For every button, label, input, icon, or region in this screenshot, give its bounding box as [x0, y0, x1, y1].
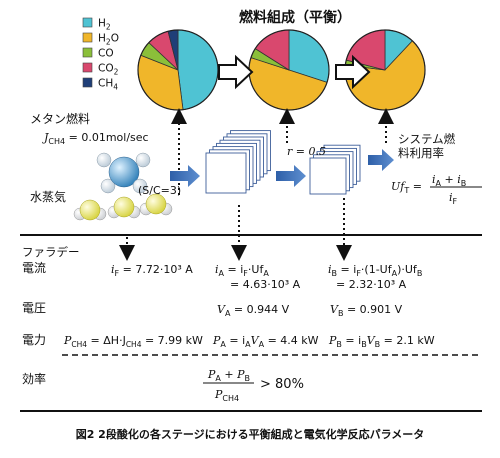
- legend-swatch: [82, 47, 93, 58]
- efficiency-result: > 80%: [260, 377, 304, 392]
- efficiency-numerator: PA + PB: [207, 368, 250, 383]
- legend-label: CO2: [98, 63, 119, 77]
- system-utilization-denominator: iF: [449, 191, 458, 206]
- pie-chart-title: 燃料組成（平衡）: [239, 9, 351, 26]
- cell-plate: [309, 157, 347, 195]
- legend-label: H2O: [98, 33, 119, 47]
- power-ch4-value: PCH4 = ΔH·JCH4 = 7.99 kW: [63, 334, 203, 349]
- system-utilization-numerator: iA + iB: [432, 173, 466, 188]
- current-b-formula: iB = iF·(1-UfA)·UfB: [328, 263, 422, 278]
- current-f-value: iF = 7.72·10³ A: [111, 263, 193, 278]
- figure-caption: 図2 2段酸化の各ステージにおける平衡組成と電気化学反応パラメータ: [76, 427, 425, 441]
- r-label: r = 0.5: [287, 145, 326, 158]
- pie-chart-3: [344, 29, 426, 111]
- steam-carbon-ratio: (S/C=3): [138, 184, 181, 197]
- steam-label: 水蒸気: [30, 189, 66, 204]
- flow-arrow-2: [276, 165, 306, 187]
- steam-molecule-icons: [73, 193, 173, 221]
- legend-item: CH4: [82, 77, 118, 92]
- voltage-a-value: VA = 0.944 V: [217, 303, 290, 318]
- pie-charts: [137, 29, 426, 111]
- legend-item: H2O: [82, 32, 119, 47]
- faraday-label: ファラデー: [22, 245, 80, 259]
- pie-chart-1: [137, 29, 219, 111]
- pie-transition-arrow-2: [335, 54, 371, 90]
- power-a-value: PA = iAVA = 4.4 kW: [212, 334, 319, 349]
- legend-label: CO: [98, 48, 114, 60]
- efficiency-row-label: 効率: [22, 371, 46, 386]
- voltage-row-label: 電圧: [22, 301, 46, 315]
- system-utilization-label-line2: 料利用率: [398, 146, 444, 160]
- methane-fuel-label: メタン燃料: [30, 111, 90, 126]
- legend-swatch: [82, 77, 93, 88]
- legend-swatch: [82, 17, 93, 28]
- pie-transition-arrow-1: [218, 54, 254, 90]
- pie-chart-2: [248, 29, 330, 111]
- flow-arrow-3: [368, 149, 394, 171]
- cell-plate: [205, 152, 247, 194]
- legend-swatch: [82, 32, 93, 43]
- current-a-value: = 4.63·10³ A: [230, 278, 301, 291]
- legend-item: CO: [82, 47, 114, 60]
- legend-swatch: [82, 62, 93, 73]
- voltage-b-value: VB = 0.901 V: [330, 303, 403, 318]
- fuel-cell-stack-a: [205, 130, 271, 194]
- fuel-cell-stack-b: [309, 144, 361, 195]
- current-a-formula: iA = iF·UfA: [215, 263, 269, 278]
- current-b-value: = 2.32·10³ A: [336, 278, 407, 291]
- pie-slice-h2: [177, 29, 219, 111]
- flow-arrow-1: [170, 165, 200, 187]
- system-utilization-lhs: UfT =: [391, 180, 422, 195]
- legend-label: H2: [98, 18, 111, 32]
- methane-molecule-icon: [96, 152, 151, 194]
- power-row-label: 電力: [22, 333, 46, 347]
- legend-label: CH4: [98, 78, 118, 92]
- legend-item: H2: [82, 17, 111, 32]
- efficiency-denominator: PCH4: [214, 388, 239, 403]
- power-b-value: PB = iBVB = 2.1 kW: [328, 334, 435, 349]
- legend-item: CO2: [82, 62, 119, 77]
- system-utilization-label-line1: システム燃: [398, 132, 456, 146]
- methane-flow-rate: JCH4 = 0.01mol/sec: [42, 131, 149, 146]
- current-row-label: 電流: [22, 261, 46, 275]
